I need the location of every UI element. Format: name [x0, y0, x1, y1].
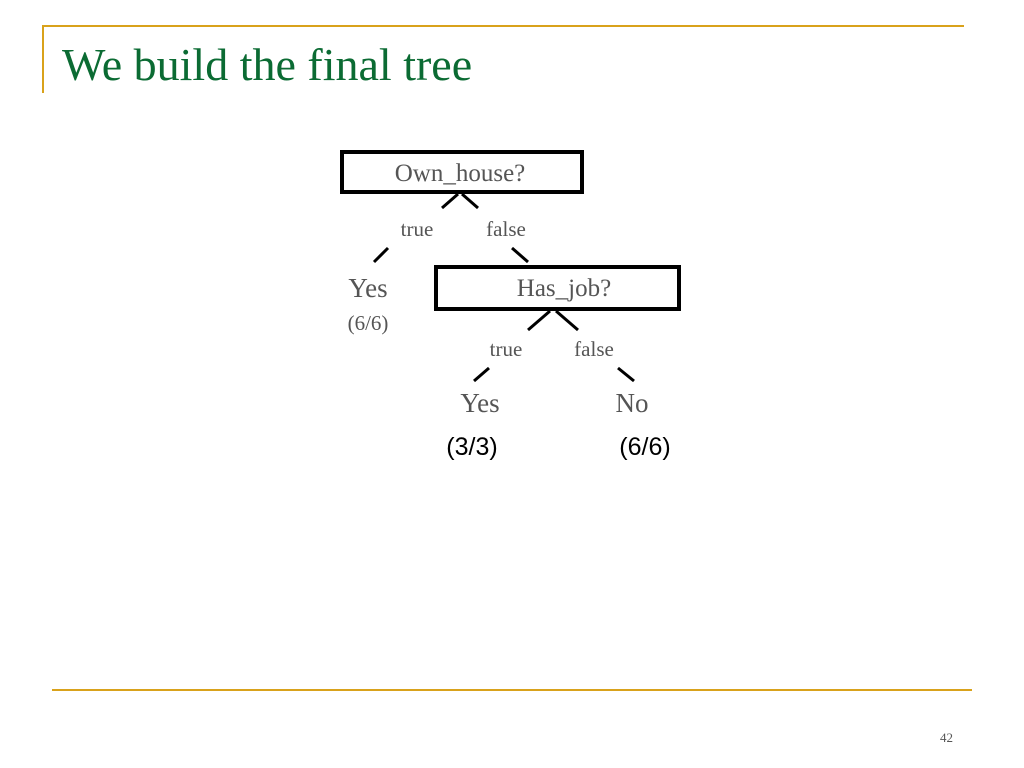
leaf-yes-label: Yes [348, 273, 387, 303]
leaf-child-yes-label: Yes [460, 388, 499, 418]
root-branch-left-upper [441, 192, 459, 210]
slide-title: We build the final tree [62, 39, 473, 90]
leaf-yes-count: (6/6) [348, 311, 389, 335]
child-node-box [434, 265, 681, 311]
child-branch-right-lower [617, 366, 635, 383]
root-branch-right-lower [511, 246, 529, 264]
root-edge-false-label: false [486, 217, 526, 241]
child-branch-left-upper [527, 309, 551, 332]
leaf-child-no-label: No [616, 388, 649, 418]
child-edge-true-label: true [490, 337, 523, 361]
root-branch-left-lower [372, 246, 390, 264]
leaf-child-no-count: (6/6) [619, 433, 670, 461]
footer-rule [52, 689, 972, 691]
slide-frame-top-rule [42, 25, 964, 27]
child-edge-false-label: false [574, 337, 614, 361]
root-node-box [340, 150, 584, 194]
root-edge-true-label: true [401, 217, 434, 241]
child-branch-left-lower [473, 366, 490, 383]
root-branch-right-upper [461, 192, 479, 210]
root-node-label: Own_house? [395, 160, 526, 187]
page-number: 42 [940, 730, 953, 745]
slide-frame-left-rule [42, 25, 44, 93]
child-node-label: Has_job? [517, 275, 611, 302]
leaf-child-yes-count: (3/3) [446, 433, 497, 461]
child-branch-right-upper [555, 309, 579, 332]
